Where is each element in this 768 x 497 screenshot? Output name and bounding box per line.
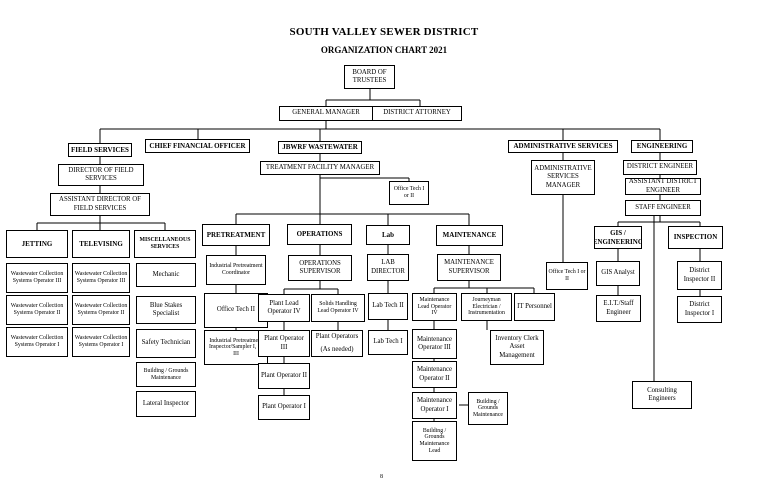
blue-stakes-specialist-box: Blue Stakes Specialist [136, 296, 196, 324]
building-grounds-maintenance-2-box: Building / Grounds Maintenance [468, 392, 508, 425]
assistant-district-engineer-box: ASSISTANT DISTRICT ENGINEER [625, 178, 701, 195]
district-engineer-box: DISTRICT ENGINEER [623, 160, 697, 175]
engineering-box: ENGINEERING [631, 140, 693, 153]
eit-staff-engineer-box: E.I.T./Staff Engineer [596, 295, 641, 322]
chart-subtitle: ORGANIZATION CHART 2021 [320, 45, 448, 55]
jetting-box: JETTING [6, 230, 68, 258]
miscellaneous-services-box: MISCELLANEOUS SERVICES [134, 230, 196, 258]
chart-title: SOUTH VALLEY SEWER DISTRICT [289, 26, 479, 38]
administrative-services-manager-box: ADMINISTRATIVE SERVICES MANAGER [531, 160, 595, 195]
chief-financial-officer-box: CHIEF FINANCIAL OFFICER [145, 139, 250, 153]
solids-handling-lead-operator-box: Solids Handling Lead Operator IV [311, 294, 365, 322]
plant-operator-1-box: Plant Operator I [258, 395, 310, 420]
maintenance-operator-3-box: Maintenance Operator III [412, 329, 457, 359]
lab-tech-1-box: Lab Tech I [368, 330, 408, 355]
lateral-inspector-box: Lateral Inspector [136, 391, 196, 417]
maintenance-operator-1-box: Maintenance Operator I [412, 392, 457, 419]
safety-technician-box: Safety Technician [136, 329, 196, 358]
jbwrf-wastewater-box: JBWRF WASTEWATER [278, 141, 362, 154]
plant-operator-3-box: Plant Operator III [258, 330, 310, 357]
consulting-engineers-box: Consulting Engineers [632, 381, 692, 409]
field-services-box: FIELD SERVICES [68, 143, 132, 157]
inspection-box: INSPECTION [668, 226, 723, 249]
gis-engineering-box: GIS / ENGINEERING [594, 226, 642, 249]
televising-operator-2-box: Wastewater Collection Systems Operator I… [72, 295, 130, 325]
office-tech-2-box: Office Tech II [204, 293, 268, 328]
mechanic-box: Mechanic [136, 263, 196, 287]
plant-operators-label: Plant Operators [315, 333, 359, 341]
page-number: 8 [380, 474, 383, 480]
district-attorney-box: DISTRICT ATTORNEY [372, 106, 462, 121]
maintenance-lead-operator-box: Maintenance Lead Operator IV [412, 293, 457, 321]
gis-analyst-box: GIS Analyst [596, 261, 640, 286]
maintenance-operator-2-box: Maintenance Operator II [412, 361, 457, 388]
lab-tech-2-box: Lab Tech II [368, 293, 408, 320]
office-tech-3-box: Office Tech I or II [546, 262, 588, 290]
maintenance-box: MAINTENANCE [436, 225, 503, 246]
operations-supervisor-box: OPERATIONS SUPERVISOR [288, 255, 352, 281]
general-manager-box: GENERAL MANAGER [279, 106, 373, 121]
administrative-services-box: ADMINISTRATIVE SERVICES [508, 140, 618, 153]
building-grounds-maintenance-lead-box: Building / Grounds Maintenance Lead [412, 421, 457, 461]
industrial-pretreatment-coordinator-box: Industrial Pretreatment Coordinator [206, 255, 266, 285]
televising-box: TELEVISING [72, 230, 130, 258]
lab-director-box: LAB DIRECTOR [367, 254, 409, 281]
jetting-operator-1-box: Wastewater Collection Systems Operator I [6, 327, 68, 357]
pretreatment-box: PRETREATMENT [202, 224, 270, 246]
director-of-field-services-box: DIRECTOR OF FIELD SERVICES [58, 164, 144, 186]
plant-lead-operator-4-box: Plant Lead Operator IV [258, 294, 310, 322]
journeyman-electrician-box: Journeyman Electrician / Instrumentation [461, 293, 512, 321]
maintenance-supervisor-box: MAINTENANCE SUPERVISOR [437, 254, 501, 281]
office-tech-1-box: Office Tech I or II [389, 181, 429, 205]
jetting-operator-3-box: Wastewater Collection Systems Operator I… [6, 263, 68, 293]
lab-box: Lab [366, 225, 410, 245]
plant-operator-2-box: Plant Operator II [258, 363, 310, 389]
jetting-operator-2-box: Wastewater Collection Systems Operator I… [6, 295, 68, 325]
assistant-director-of-field-services-box: ASSISTANT DIRECTOR OF FIELD SERVICES [50, 193, 150, 216]
building-grounds-maintenance-box: Building / Grounds Maintenance [136, 362, 196, 387]
televising-operator-1-box: Wastewater Collection Systems Operator I [72, 327, 130, 357]
board-of-trustees-box: BOARD OF TRUSTEES [344, 65, 395, 89]
it-personnel-box: IT Personnel [514, 293, 555, 321]
inventory-clerk-box: Inventory Clerk Asset Management [490, 330, 544, 365]
staff-engineer-box: STAFF ENGINEER [625, 200, 701, 216]
operations-box: OPERATIONS [287, 224, 352, 245]
treatment-facility-manager-box: TREATMENT FACILITY MANAGER [260, 161, 380, 175]
televising-operator-3-box: Wastewater Collection Systems Operator I… [72, 263, 130, 293]
district-inspector-2-box: District Inspector II [677, 261, 722, 290]
district-inspector-1-box: District Inspector I [677, 296, 722, 323]
industrial-pretreatment-inspector-box: Industrial Pretreatment Inspector/Sample… [204, 330, 268, 365]
plant-operators-as-needed-box: Plant Operators (As needed) [311, 330, 363, 357]
as-needed-label: (As needed) [320, 345, 354, 353]
